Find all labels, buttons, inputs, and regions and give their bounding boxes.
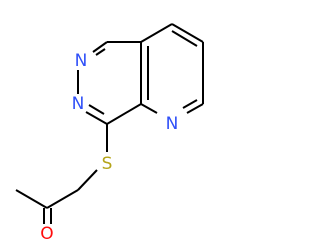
bond-carbonyl-methyl — [15, 189, 48, 209]
bond-c1-c2 — [171, 23, 204, 43]
atom-label-n-diaza-bottom: N — [72, 94, 85, 114]
bond-ch2-carbonyl — [46, 189, 79, 209]
atom-label-n-pyridine: N — [166, 114, 179, 134]
bond-s-ch2 — [77, 169, 98, 191]
molecule-structure: N N N S O — [15, 23, 204, 244]
atom-label-n-diaza-top: N — [75, 51, 88, 71]
bond-c5-n-top-double — [95, 48, 106, 56]
bonds — [15, 23, 204, 224]
bond-c8-c8a — [106, 103, 142, 125]
bond-n-pyridine-c8a — [140, 103, 158, 114]
bond-n-bottom-c8-double — [88, 104, 105, 115]
atom-labels: N N N S O — [40, 51, 178, 244]
bond-c1-c2-double — [171, 30, 198, 47]
bond-c5-n-top — [92, 41, 108, 53]
bond-c3-n-pyridine-double — [182, 99, 198, 109]
bond-n-bottom-c8 — [85, 111, 108, 125]
bond-c3-n-pyridine — [186, 103, 204, 114]
atom-label-s-thioether: S — [102, 154, 113, 174]
bond-c4a-c1 — [140, 23, 173, 43]
atom-label-o-carbonyl: O — [40, 224, 53, 244]
